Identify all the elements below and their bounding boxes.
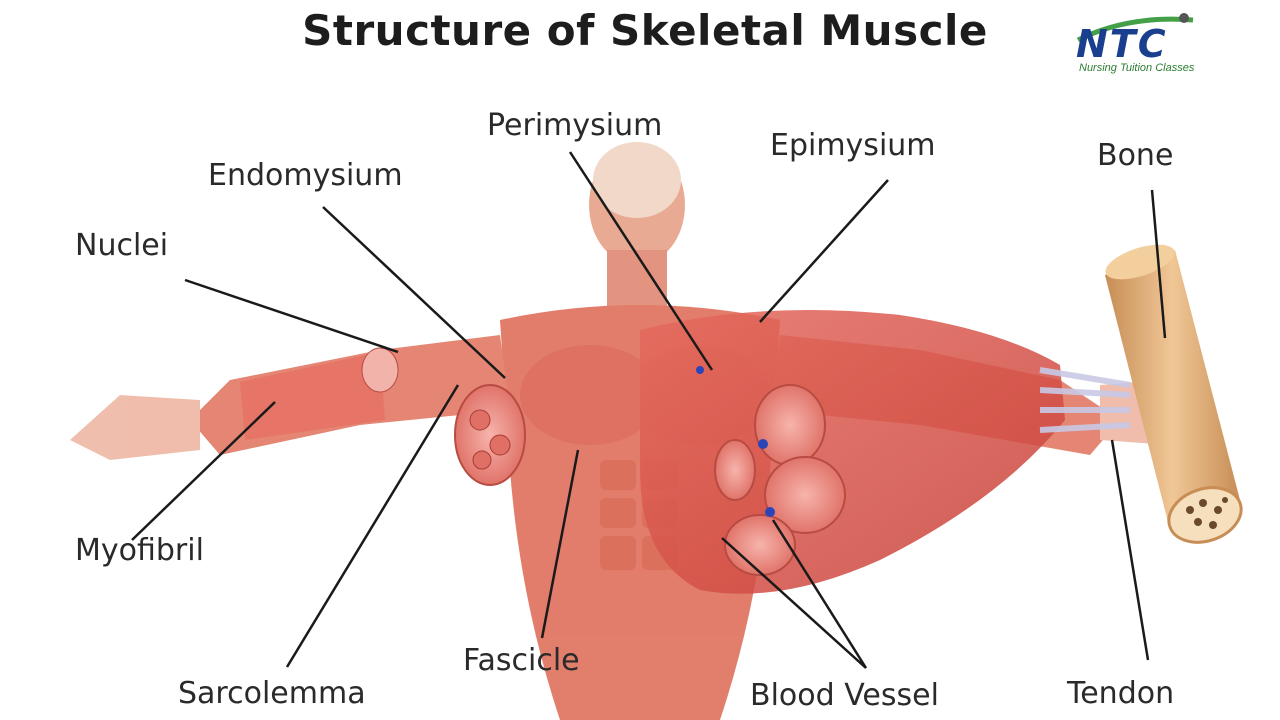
label-blood-vessel: Blood Vessel (750, 678, 939, 713)
logo-name: NTC (1076, 22, 1168, 66)
label-endomysium: Endomysium (208, 158, 403, 193)
ntc-logo: NTC Nursing Tuition Classes (1068, 10, 1208, 80)
label-myofibril: Myofibril (75, 533, 204, 568)
diagram-title: Structure of Skeletal Muscle (302, 6, 988, 55)
leader-lines (131, 151, 1167, 669)
label-fascicle: Fascicle (463, 643, 580, 678)
label-epimysium: Epimysium (770, 128, 936, 163)
logo-subtitle: Nursing Tuition Classes (1079, 62, 1195, 74)
arm-muscle-section (361, 347, 526, 486)
label-perimysium: Perimysium (487, 108, 663, 143)
label-nuclei: Nuclei (75, 228, 169, 263)
tendon-strands (1039, 367, 1131, 433)
muscle-belly (640, 310, 1065, 594)
label-bone: Bone (1097, 138, 1174, 173)
label-tendon: Tendon (1067, 676, 1175, 711)
fascicle-cross-sections (696, 366, 846, 576)
label-sarcolemma: Sarcolemma (178, 676, 366, 711)
